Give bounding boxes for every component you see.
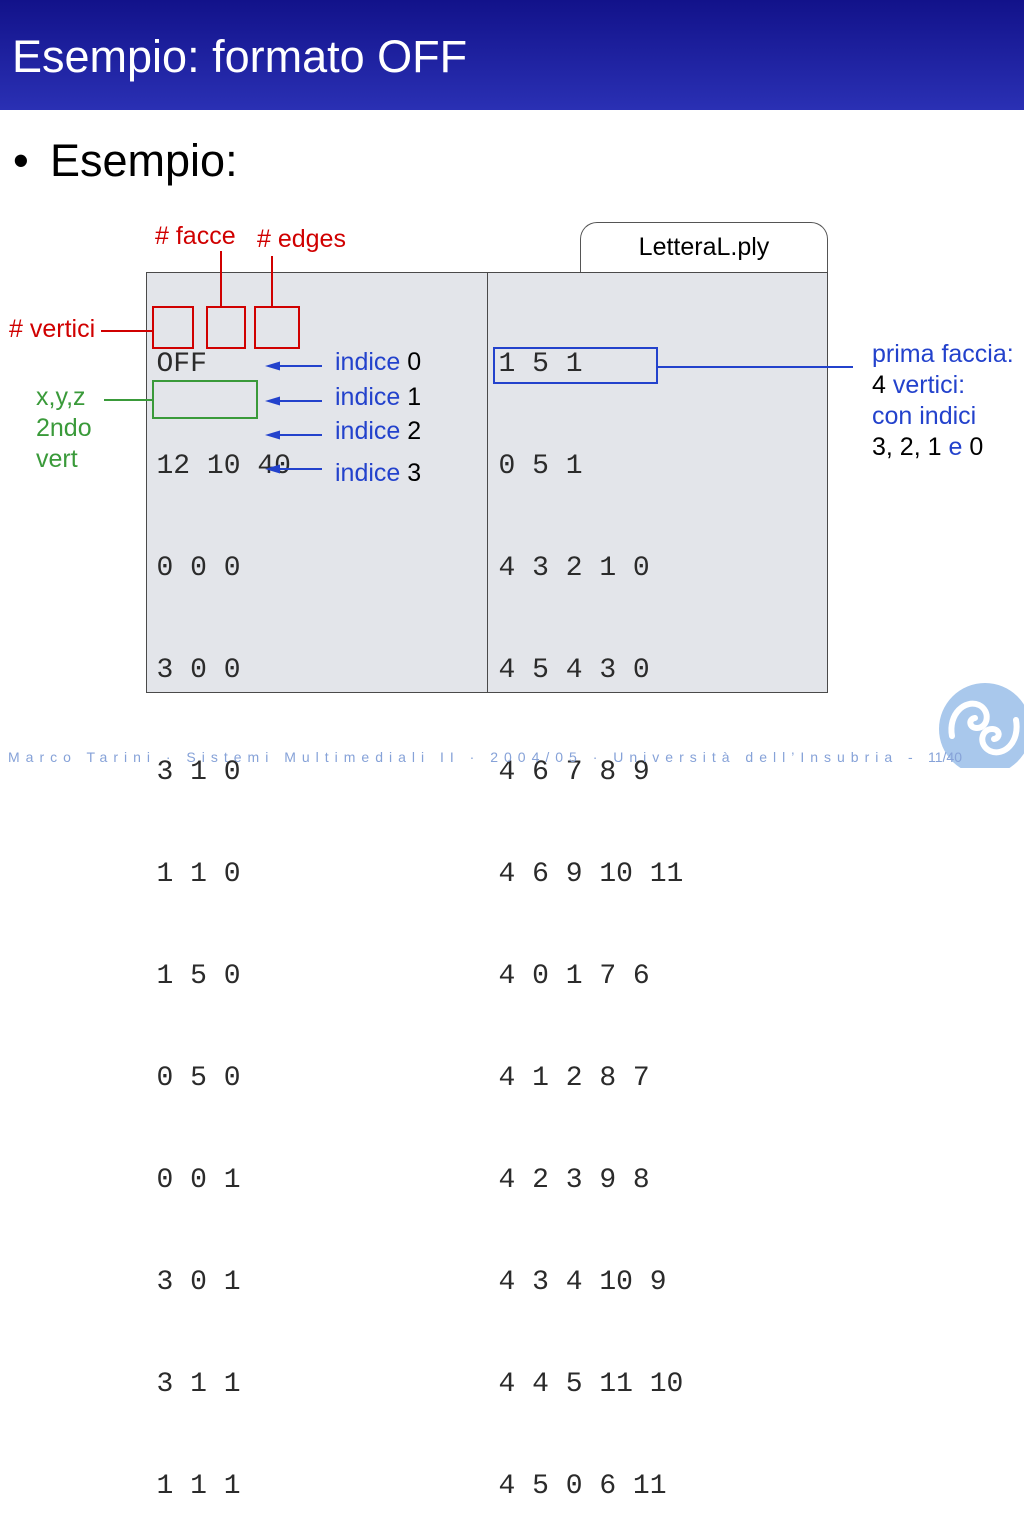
code-line-vertex: 1 5 0 <box>157 960 291 994</box>
code-line-face: 4 3 4 10 9 <box>499 1266 684 1300</box>
code-line-vertex: 0 5 1 <box>499 450 684 484</box>
note-line: 3, 2, 1 e 0 <box>872 432 1014 463</box>
code-line-vertex: 1 1 0 <box>157 858 291 892</box>
index-number: 1 <box>407 383 421 411</box>
index-number: 2 <box>407 417 421 445</box>
code-line-face: 4 5 4 3 0 <box>499 654 684 688</box>
code-line-header: OFF <box>157 348 291 382</box>
bullet-text: Esempio: <box>50 134 238 188</box>
note-line: x,y,z <box>36 382 92 413</box>
note-line: 4 vertici: <box>872 370 1014 401</box>
title-bar: Esempio: formato OFF <box>0 0 1024 110</box>
code-line-face: 4 1 2 8 7 <box>499 1062 684 1096</box>
index-label-0: indice 0 <box>335 347 421 377</box>
index-number: 0 <box>407 348 421 376</box>
code-line-face: 4 4 5 11 10 <box>499 1368 684 1402</box>
index-number: 3 <box>407 459 421 487</box>
bullet-marker: • <box>13 134 29 188</box>
vertex-count-label: # vertici <box>9 314 95 344</box>
index-label-2: indice 2 <box>335 416 421 446</box>
index-label-1: indice 1 <box>335 382 421 412</box>
code-line-face: 4 5 0 6 11 <box>499 1470 684 1504</box>
index-word: indice <box>335 459 400 487</box>
note-line: prima faccia: <box>872 339 1014 370</box>
edge-count-label: # edges <box>257 224 346 254</box>
footer-text: Marco Tarini · Sistemi Multimediali II ·… <box>8 749 919 765</box>
code-line-face: 4 0 1 7 6 <box>499 960 684 994</box>
code-line-vertex: 1 1 1 <box>157 1470 291 1504</box>
page-number: 11/40 <box>928 749 962 765</box>
index-label-3: indice 3 <box>335 458 421 488</box>
code-line-vertex: 0 5 0 <box>157 1062 291 1096</box>
index-word: indice <box>335 348 400 376</box>
face-count-label: # facce <box>155 221 236 251</box>
first-face-note: prima faccia: 4 vertici: con indici 3, 2… <box>872 339 1014 463</box>
slide-title: Esempio: formato OFF <box>12 30 467 84</box>
note-line: vert <box>36 444 92 475</box>
code-line-counts: 12 10 40 <box>157 450 291 484</box>
second-vertex-note: x,y,z 2ndo vert <box>36 382 92 475</box>
code-line-vertex: 3 0 1 <box>157 1266 291 1300</box>
file-name-tab: LetteraL.ply <box>580 222 828 272</box>
face-column: 1 5 1 0 5 1 4 3 2 1 0 4 5 4 3 0 4 6 7 8 … <box>499 280 684 1536</box>
note-text: vertici: <box>893 371 965 399</box>
index-word: indice <box>335 417 400 445</box>
code-line-face: 4 6 9 10 11 <box>499 858 684 892</box>
code-line-face: 4 3 2 1 0 <box>499 552 684 586</box>
vertex-column: OFF 12 10 40 0 0 0 3 0 0 3 1 0 1 1 0 1 5… <box>157 280 291 1536</box>
column-divider <box>487 273 488 692</box>
index-word: indice <box>335 383 400 411</box>
off-file-listing: OFF 12 10 40 0 0 0 3 0 0 3 1 0 1 1 0 1 5… <box>146 272 828 693</box>
code-line-vertex: 3 0 0 <box>157 654 291 688</box>
code-line-vertex: 3 1 1 <box>157 1368 291 1402</box>
code-line-vertex: 0 0 0 <box>157 552 291 586</box>
conjunction: e <box>948 433 962 461</box>
note-line: con indici <box>872 401 1014 432</box>
index-value: 0 <box>969 433 983 461</box>
code-line-face: 4 2 3 9 8 <box>499 1164 684 1198</box>
note-line: 2ndo <box>36 413 92 444</box>
index-values: 3, 2, 1 <box>872 433 942 461</box>
code-line-vertex: 1 5 1 <box>499 348 684 382</box>
code-line-vertex: 0 0 1 <box>157 1164 291 1198</box>
vertex-count-value: 4 <box>872 371 886 399</box>
